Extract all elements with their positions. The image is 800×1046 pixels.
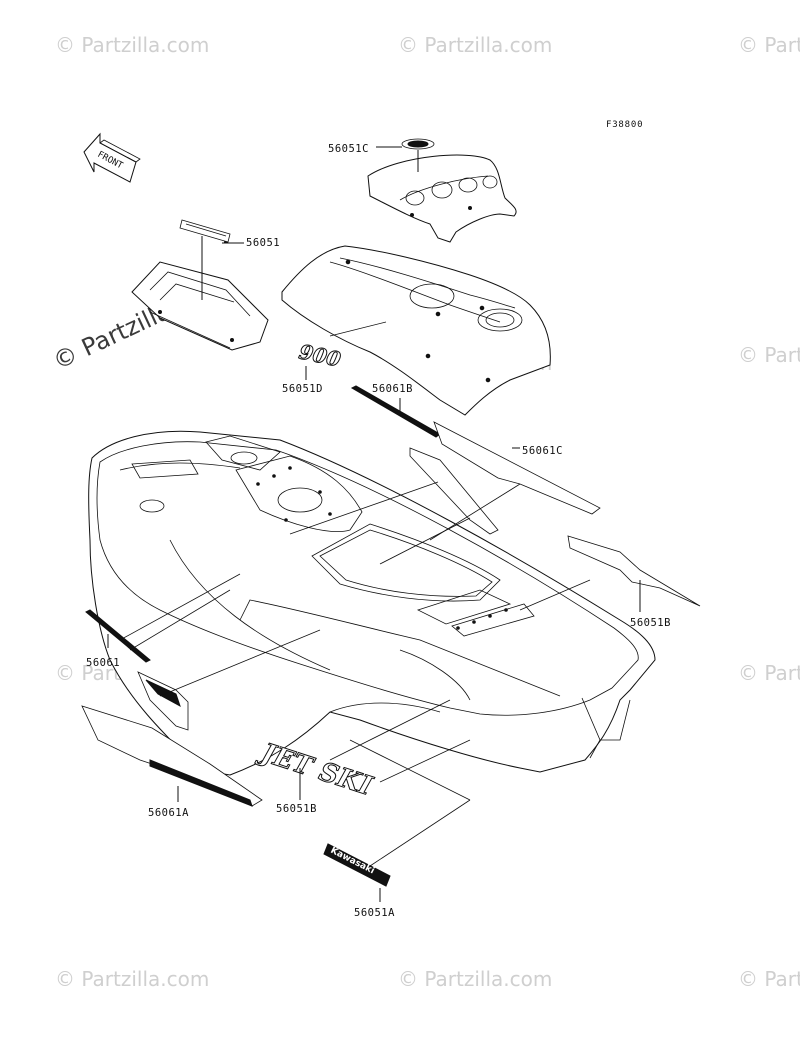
- watermark: © Partzilla.com: [738, 343, 800, 367]
- decal-56051d: 900: [296, 339, 343, 372]
- watermark: © Partzilla.com: [55, 967, 209, 991]
- part-label: 56061: [86, 657, 120, 669]
- decal-56051c: [401, 138, 435, 150]
- part-label: 56051B: [276, 803, 317, 815]
- decal-56051: [179, 219, 231, 243]
- dashboard-cover-illustration: [367, 154, 517, 243]
- decal-56051a: Kawasaki: [323, 843, 391, 887]
- part-label: 56061C: [522, 445, 563, 457]
- watermark: © Partzilla.com: [55, 33, 209, 57]
- engine-hood-cover-illustration: [131, 261, 269, 351]
- decal-56061c: [409, 421, 601, 535]
- decal-900-text: 900: [297, 339, 343, 371]
- watermark: © Partzilla.com: [398, 967, 552, 991]
- part-labels: 56051C 56051 56051D 56061B 56061C 56051B…: [86, 143, 671, 919]
- watermark: © Partzilla.com: [398, 33, 552, 57]
- part-label: 56051C: [328, 143, 369, 155]
- watermark: © Partzilla.com: [738, 967, 800, 991]
- part-label: 56051A: [354, 907, 395, 919]
- watermark: © Partzilla.com: [738, 661, 800, 685]
- part-label: 56051D: [282, 383, 323, 395]
- watermark: © Partzilla.com: [738, 33, 800, 57]
- figure-code: F38800: [606, 120, 643, 130]
- decal-56061a: [81, 705, 263, 807]
- steering-hood-illustration: [281, 245, 551, 416]
- decal-56061: [85, 609, 189, 731]
- part-label: 56051B: [630, 617, 671, 629]
- decal-kawasaki-text: Kawasaki: [329, 846, 376, 877]
- front-arrow-icon: FRONT: [83, 132, 141, 183]
- hull-deck-illustration: [88, 430, 656, 776]
- part-label: 56051: [246, 237, 280, 249]
- decal-56051b-right: [567, 535, 701, 607]
- part-label: 56061B: [372, 383, 413, 395]
- part-label: 56061A: [148, 807, 189, 819]
- leader-lines: [107, 146, 641, 902]
